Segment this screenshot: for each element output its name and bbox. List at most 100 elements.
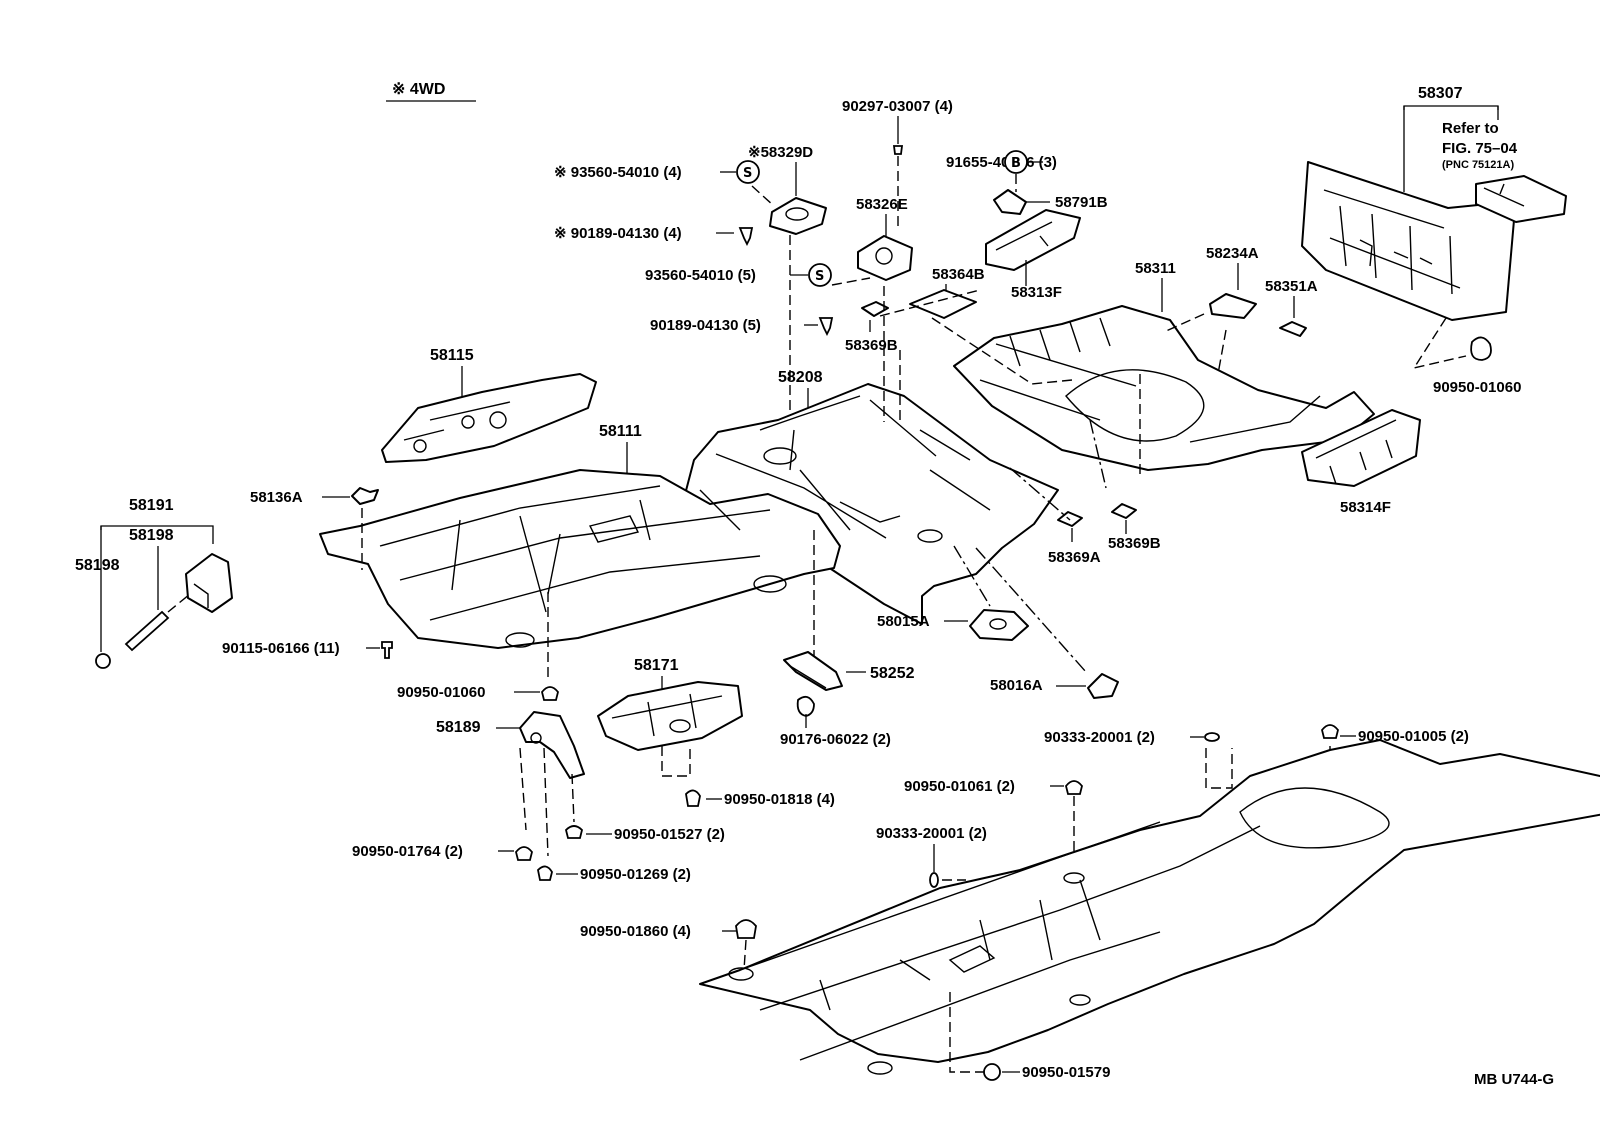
grommet-90950-01527-icon[interactable] [565, 825, 583, 839]
label-90189-04130-5[interactable]: 90189-04130 (5) [650, 317, 761, 334]
bracket-58791b-icon[interactable] [993, 189, 1027, 215]
label-58351a[interactable]: 58351A [1265, 278, 1318, 295]
bracket-58369b-top-icon[interactable] [861, 301, 889, 317]
label-90950-01579[interactable]: 90950-01579 [1022, 1064, 1110, 1081]
ref-line-1: Refer to [1442, 120, 1499, 137]
bracket-58136a-icon[interactable] [351, 487, 379, 505]
s-symbol-1: S [743, 166, 752, 181]
label-58191[interactable]: 58191 [129, 497, 174, 514]
dash-58189-a [519, 747, 527, 831]
s-nut-icon-2[interactable] [808, 263, 832, 287]
dash-58189-c [571, 773, 575, 823]
label-58314f[interactable]: 58314F [1340, 499, 1391, 516]
bracket-58189-icon[interactable] [519, 711, 585, 779]
grommet-90950-01060-r-icon[interactable] [1470, 336, 1492, 361]
label-58016a[interactable]: 58016A [990, 677, 1043, 694]
dash-58311-1 [1136, 374, 1141, 475]
label-90950-01060-r[interactable]: 90950-01060 [1433, 379, 1521, 396]
bracket-58369b-mid-icon[interactable] [1111, 503, 1137, 519]
bracket-58351a-icon[interactable] [1279, 321, 1307, 337]
clip-90189-5-icon[interactable] [818, 317, 834, 337]
label-58115[interactable]: 58115 [430, 347, 474, 364]
reinforcement-58313f-icon[interactable] [985, 209, 1081, 271]
bolt-90115-icon[interactable] [381, 641, 393, 659]
bolt-90297-03007-icon[interactable] [892, 145, 904, 155]
label-58326e[interactable]: 58326E [856, 196, 908, 213]
plate-58329d-icon[interactable] [769, 197, 827, 235]
leader-58307-bar [1403, 105, 1499, 110]
dash-58016a [975, 547, 1087, 673]
label-58198-a[interactable]: 58198 [129, 527, 174, 544]
bracket-fig75-icon[interactable] [1475, 175, 1567, 223]
hanger-58191-icon[interactable] [185, 553, 233, 613]
plug-90333-b-icon[interactable] [929, 872, 939, 888]
floor-pan-assembly-icon[interactable] [699, 739, 1600, 1075]
s-nut-icon-1[interactable] [736, 160, 760, 184]
label-90950-01269[interactable]: 90950-01269 (2) [580, 866, 691, 883]
label-58171[interactable]: 58171 [634, 657, 679, 674]
rear-member-58314f-icon[interactable] [1301, 409, 1421, 487]
plate-58326e-icon[interactable] [857, 235, 913, 281]
grommet-90950-01005-icon[interactable] [1321, 724, 1339, 739]
grommet-90950-01764-icon[interactable] [515, 846, 533, 861]
nut-58198-icon[interactable] [95, 653, 111, 669]
grommet-90950-01579-icon[interactable] [983, 1063, 1001, 1081]
label-93560-54010-4[interactable]: ※ 93560-54010 (4) [554, 164, 682, 181]
label-91655-40616[interactable]: 91655-40616 (3) [946, 154, 1057, 171]
rear-floor-58311-icon[interactable] [953, 305, 1375, 471]
heat-insulator-58115-icon[interactable] [381, 373, 597, 463]
rear-panel-58307-icon[interactable] [1301, 161, 1515, 321]
label-58198-b[interactable]: 58198 [75, 557, 120, 574]
label-58307[interactable]: 58307 [1418, 85, 1463, 102]
label-90950-01818[interactable]: 90950-01818 (4) [724, 791, 835, 808]
front-floor-58111-icon[interactable] [319, 469, 841, 649]
label-58311[interactable]: 58311 [1135, 260, 1176, 277]
label-90297-03007[interactable]: 90297-03007 (4) [842, 98, 953, 115]
label-90115-06166[interactable]: 90115-06166 (11) [222, 640, 340, 657]
b-bolt-icon[interactable] [1004, 150, 1028, 174]
cover-58016a-icon[interactable] [1087, 673, 1119, 699]
label-58252[interactable]: 58252 [870, 665, 915, 682]
label-90950-01061[interactable]: 90950-01061 (2) [904, 778, 1015, 795]
label-90950-01005[interactable]: 90950-01005 (2) [1358, 728, 1469, 745]
grommet-90950-01060-l-icon[interactable] [541, 686, 559, 701]
label-58369b-top[interactable]: 58369B [845, 337, 898, 354]
label-58234a[interactable]: 58234A [1206, 245, 1259, 262]
label-93560-54010-5[interactable]: 93560-54010 (5) [645, 267, 756, 284]
label-58111[interactable]: 58111 [599, 423, 642, 440]
label-58136a[interactable]: 58136A [250, 489, 303, 506]
bolt-58198-icon[interactable] [124, 610, 170, 652]
bracket-58369a-icon[interactable] [1057, 511, 1083, 527]
label-90950-01764[interactable]: 90950-01764 (2) [352, 843, 463, 860]
grommet-90950-01818-icon[interactable] [685, 789, 701, 807]
label-58329d[interactable]: ※58329D [748, 144, 813, 161]
cover-58015a-icon[interactable] [969, 609, 1029, 641]
label-58369a[interactable]: 58369A [1048, 549, 1101, 566]
label-90176-06022[interactable]: 90176-06022 (2) [780, 731, 891, 748]
label-58015a[interactable]: 58015A [877, 613, 930, 630]
nut-90176-icon[interactable] [796, 695, 815, 717]
label-58791b[interactable]: 58791B [1055, 194, 1108, 211]
label-58313f[interactable]: 58313F [1011, 284, 1062, 301]
grommet-90950-01061-icon[interactable] [1065, 780, 1083, 795]
grommet-90950-01269-icon[interactable] [537, 865, 553, 881]
bracket-58252-icon[interactable] [783, 651, 843, 691]
label-90333-20001-a[interactable]: 90333-20001 (2) [1044, 729, 1155, 746]
plug-90333-a-icon[interactable] [1204, 732, 1220, 742]
label-58364b[interactable]: 58364B [932, 266, 985, 283]
bracket-58234a-icon[interactable] [1209, 293, 1257, 319]
label-58189[interactable]: 58189 [436, 719, 481, 736]
label-58208[interactable]: 58208 [778, 369, 823, 386]
label-90950-01060-l[interactable]: 90950-01060 [397, 684, 485, 701]
label-58369b-mid[interactable]: 58369B [1108, 535, 1161, 552]
label-90189-04130-4[interactable]: ※ 90189-04130 (4) [554, 225, 682, 242]
label-90950-01527[interactable]: 90950-01527 (2) [614, 826, 725, 843]
label-90333-20001-b[interactable]: 90333-20001 (2) [876, 825, 987, 842]
dash-90333-a [1205, 748, 1233, 789]
label-90950-01860[interactable]: 90950-01860 (4) [580, 923, 691, 940]
clip-90189-4-icon[interactable] [738, 227, 754, 247]
crossmember-58171-icon[interactable] [597, 681, 743, 751]
plate-58364b-icon[interactable] [909, 289, 977, 319]
grommet-90950-01860-icon[interactable] [735, 919, 757, 939]
